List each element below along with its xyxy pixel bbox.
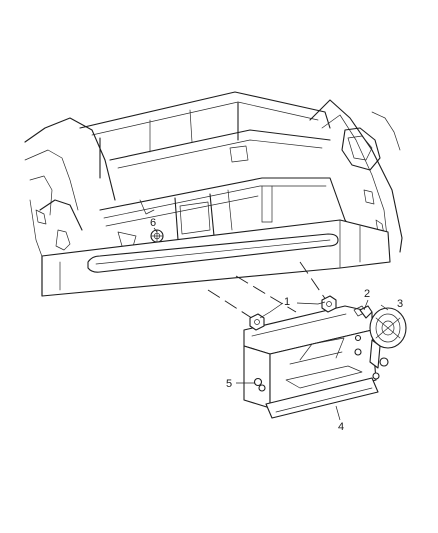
callout-3: 3 [397, 298, 403, 310]
callout-labels: 1 2 3 4 5 6 [150, 217, 403, 433]
callout-1: 1 [284, 296, 290, 308]
frame-structure [24, 91, 403, 297]
nut-fastener [249, 313, 265, 331]
horn-component [369, 307, 407, 369]
callout-2: 2 [364, 288, 370, 300]
installation-guide-lines [207, 261, 327, 323]
leader-lines [153, 227, 389, 421]
nut-fastener [321, 295, 337, 313]
callout-4: 4 [338, 421, 344, 433]
bracket-assembly [243, 305, 380, 419]
callout-6: 6 [150, 217, 156, 229]
callout-5: 5 [226, 378, 232, 390]
screw-fastener [253, 377, 263, 387]
